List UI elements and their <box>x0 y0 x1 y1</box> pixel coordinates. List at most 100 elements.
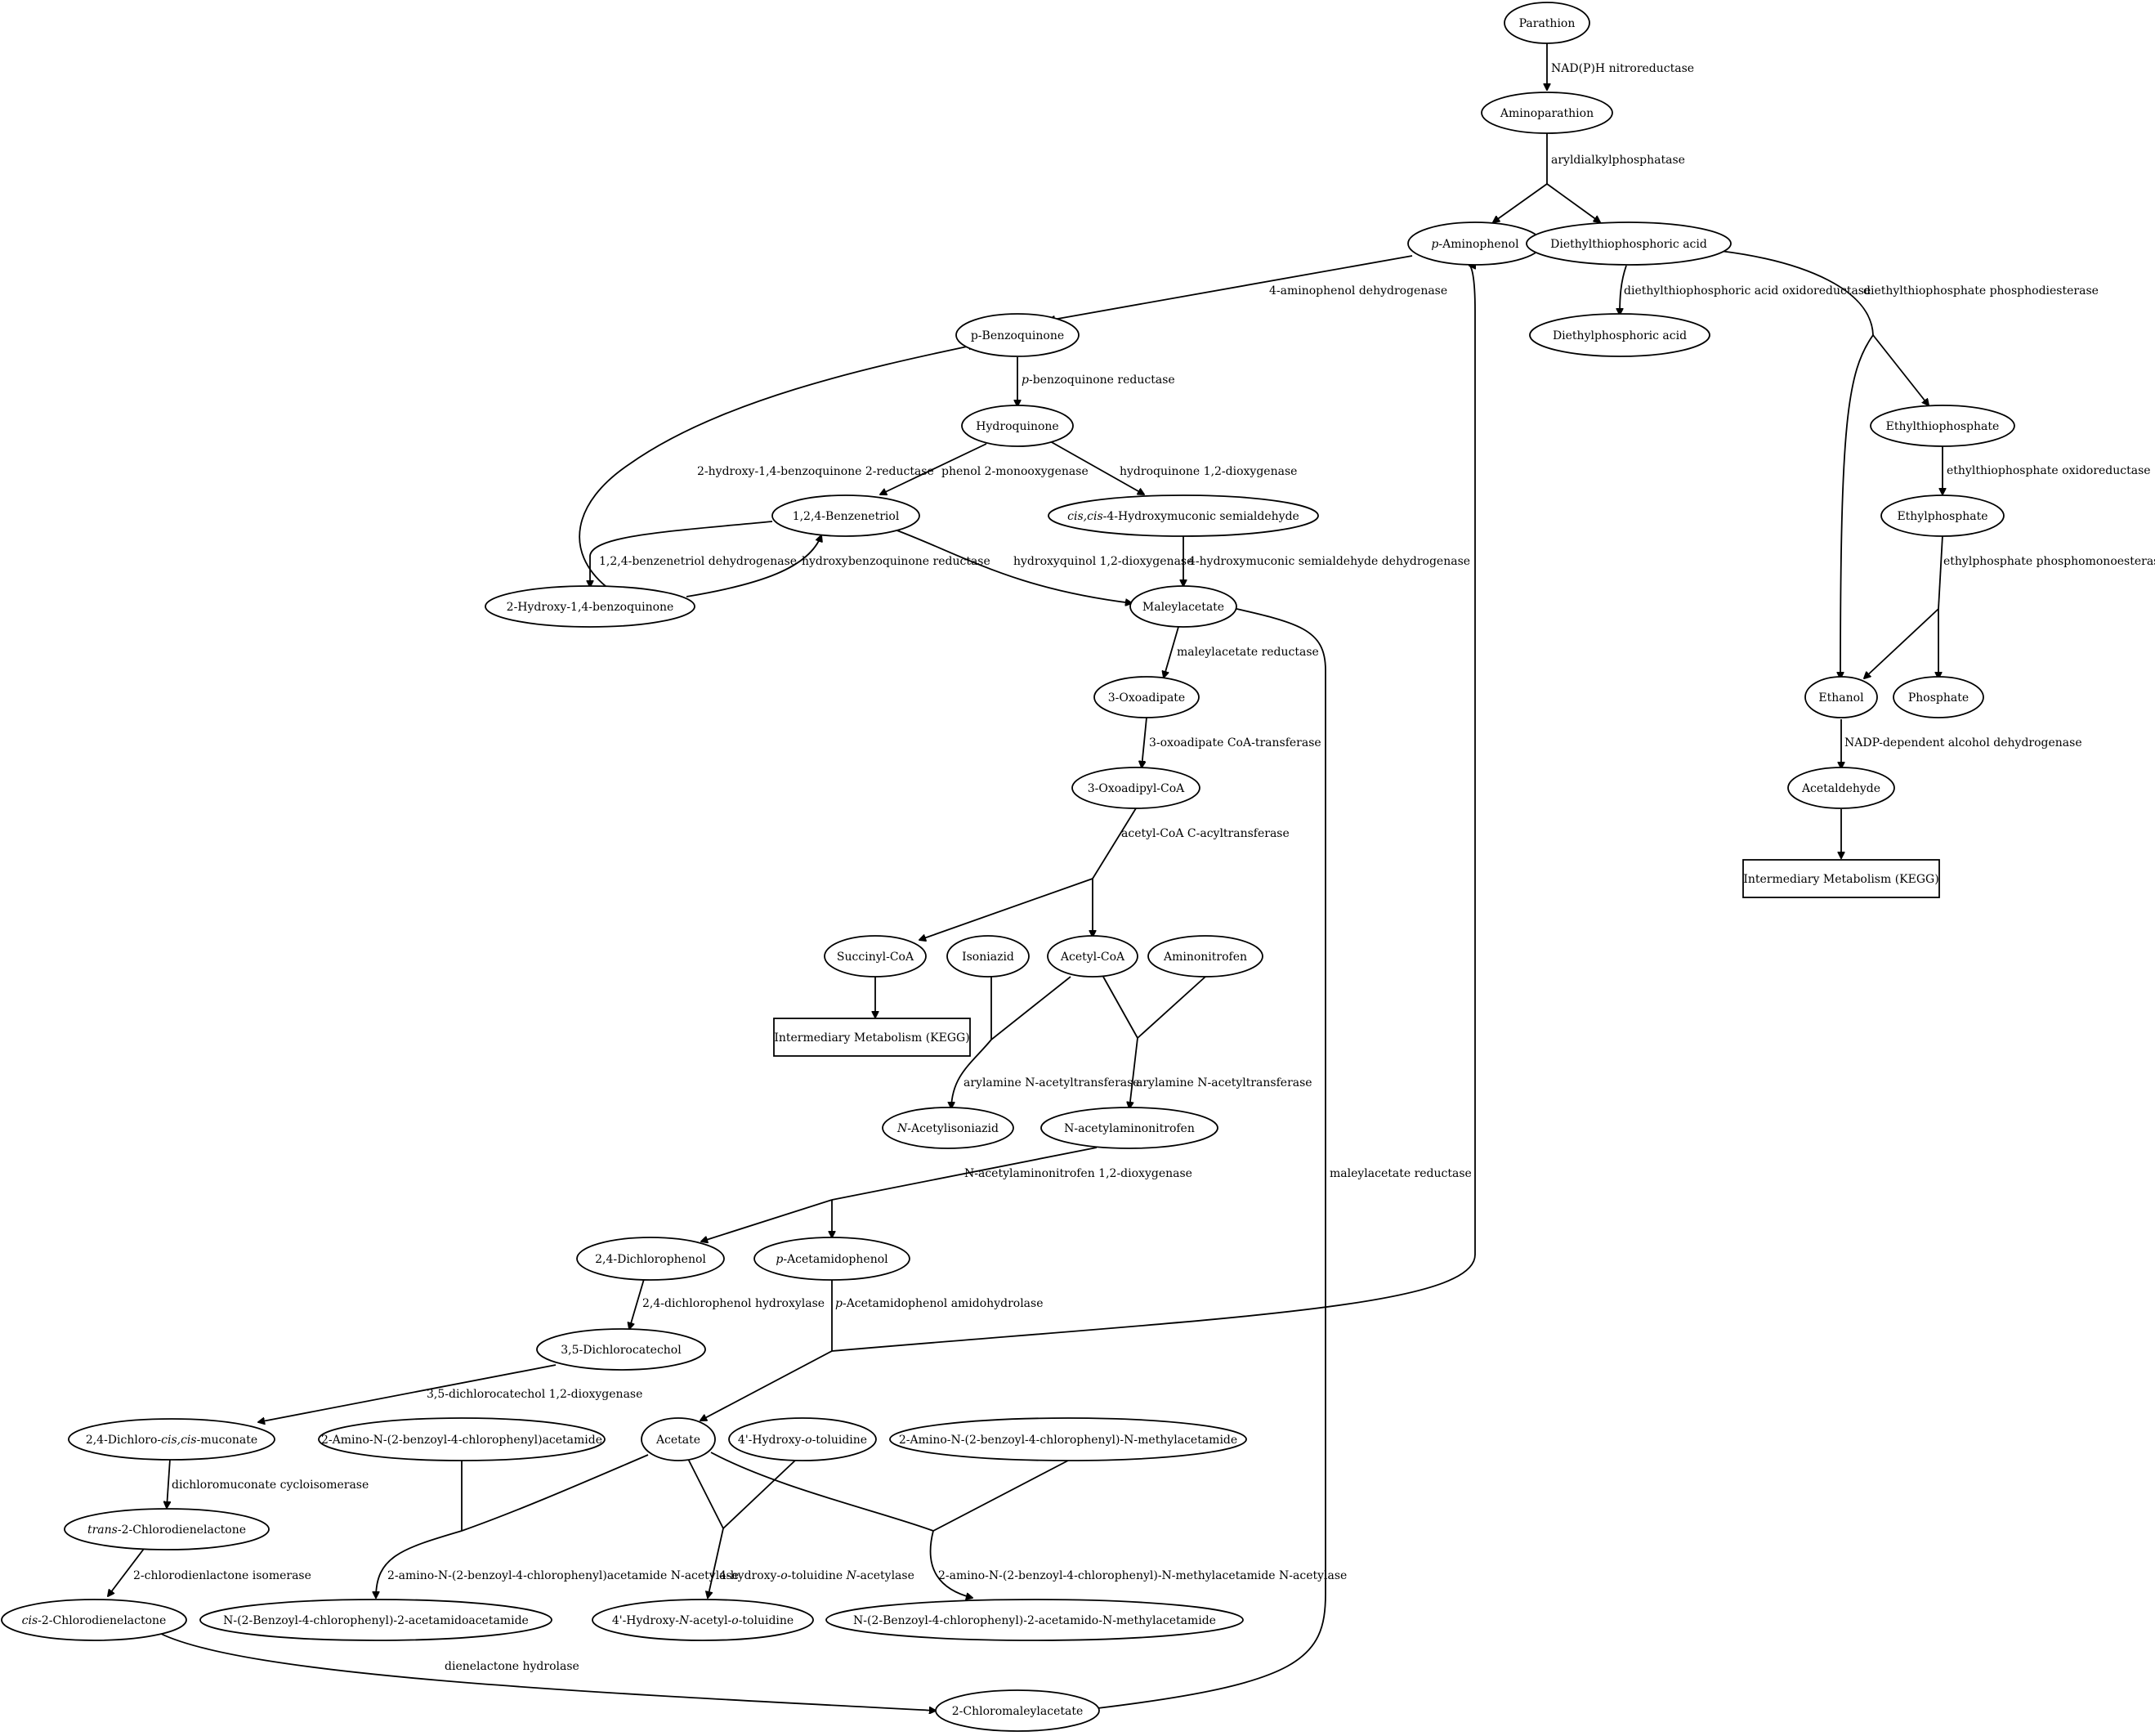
edge-acetate-merge5 <box>710 1452 934 1532</box>
node-intermediary-metabolism-1[interactable]: Intermediary Metabolism (KEGG) <box>1742 859 1940 898</box>
edge-hydroquinone-hydroxymuconic <box>1049 441 1144 494</box>
node-label: Intermediary Metabolism (KEGG) <box>1743 873 1938 886</box>
label-benzoyl-acetamide-acetylase: 2-amino-N-(2-benzoyl-4-chlorophenyl)acet… <box>387 1569 739 1582</box>
label-dichloromuconate-cycloisomerase: dichloromuconate cycloisomerase <box>172 1479 369 1492</box>
edge-split3-ethanol <box>1864 608 1939 678</box>
node-acetylisoniazid[interactable]: N-Acetylisoniazid <box>882 1107 1014 1149</box>
node-hydroxy-benzoquinone[interactable]: 2-Hydroxy-1,4-benzoquinone <box>485 585 695 628</box>
label-arylamine-acetyltransferase-2: arylamine N-acetyltransferase <box>1136 1076 1312 1089</box>
edge-diethylthio-split2 <box>1719 250 1874 336</box>
node-dichlorophenol[interactable]: 2,4-Dichlorophenol <box>576 1237 725 1281</box>
node-label: cis,cis-4-Hydroxymuconic semialdehyde <box>1067 510 1299 523</box>
node-amino-benzoyl-methylacetamide[interactable]: 2-Amino-N-(2-benzoyl-4-chlorophenyl)-N-m… <box>889 1417 1247 1461</box>
edge-acetylcoa-merge2 <box>1102 976 1138 1039</box>
edge-acetate-merge3 <box>461 1454 649 1532</box>
edge-aminonitrofen-merge2 <box>1137 976 1206 1039</box>
node-intermediary-metabolism-2[interactable]: Intermediary Metabolism (KEGG) <box>773 1018 971 1057</box>
label-hydroxyquinol-dioxygenase: hydroxyquinol 1,2-dioxygenase <box>1013 555 1193 568</box>
node-oxoadipate[interactable]: 3-Oxoadipate <box>1093 676 1200 718</box>
label-diethylthiophosphoric-oxidoreductase: diethylthiophosphoric acid oxidoreductas… <box>1624 284 1871 298</box>
node-aminoparathion[interactable]: Aminoparathion <box>1481 92 1613 134</box>
edge-oxoadipylcoa-split4 <box>1092 808 1137 879</box>
edge-hydroxytoluidine-merge4 <box>722 1458 798 1529</box>
node-acetaldehyde[interactable]: Acetaldehyde <box>1787 767 1895 809</box>
edge-dichlorophenol-dichlorocatechol <box>629 1278 645 1329</box>
node-diethylphosphoric-acid[interactable]: Diethylphosphoric acid <box>1529 313 1710 357</box>
node-p-aminophenol[interactable]: p-Aminophenol <box>1407 221 1543 266</box>
edge-muconate-transchlorodienelactone <box>167 1458 170 1508</box>
node-phosphate[interactable]: Phosphate <box>1893 676 1984 718</box>
node-acetyl-coa[interactable]: Acetyl-CoA <box>1047 935 1138 978</box>
edge-merge4-acetyltoluidine <box>708 1528 724 1598</box>
label-hydroquinone-dioxygenase: hydroquinone 1,2-dioxygenase <box>1120 465 1297 478</box>
node-label: 2,4-Dichloro-cis,cis-muconate <box>86 1434 257 1447</box>
node-acetylaminonitrofen[interactable]: N-acetylaminonitrofen <box>1040 1107 1218 1149</box>
node-acetate[interactable]: Acetate <box>641 1417 716 1461</box>
node-benzoyl-acetamido-methylacetamide[interactable]: N-(2-Benzoyl-4-chlorophenyl)-2-acetamido… <box>825 1599 1244 1641</box>
node-trans-chlorodienelactone[interactable]: trans-2-Chlorodienelactone <box>64 1508 270 1550</box>
node-label: 2-Amino-N-(2-benzoyl-4-chlorophenyl)acet… <box>321 1434 602 1447</box>
node-label: Acetaldehyde <box>1801 782 1880 795</box>
edge-dichlorocatechol-muconate <box>258 1364 557 1422</box>
node-label: Ethanol <box>1818 691 1864 705</box>
node-label: Intermediary Metabolism (KEGG) <box>774 1031 969 1045</box>
node-label: Ethylthiophosphate <box>1886 420 2000 433</box>
label-maleylacetate-reductase-2: maleylacetate reductase <box>1330 1167 1472 1180</box>
edge-hydroxybenzoquinone-benzenetriol <box>686 535 821 597</box>
edge-split6-aminophenol <box>831 266 1475 1352</box>
nodes: Parathion Aminoparathion p-Aminophenol D… <box>1 2 2015 1732</box>
node-hydroxy-acetyl-toluidine[interactable]: 4'-Hydroxy-N-acetyl-o-toluidine <box>592 1599 814 1641</box>
node-hydroquinone[interactable]: Hydroquinone <box>961 405 1074 447</box>
node-dichlorocatechol[interactable]: 3,5-Dichlorocatechol <box>536 1328 706 1371</box>
node-isoniazid[interactable]: Isoniazid <box>946 935 1030 978</box>
node-amino-benzoyl-acetamide[interactable]: 2-Amino-N-(2-benzoyl-4-chlorophenyl)acet… <box>318 1417 606 1461</box>
node-label: Isoniazid <box>962 951 1014 964</box>
edge-trans-cis <box>108 1548 145 1596</box>
node-benzenetriol[interactable]: 1,2,4-Benzenetriol <box>771 494 920 537</box>
label-dienelactone-hydrolase: dienelactone hydrolase <box>445 1660 579 1673</box>
node-label: Phosphate <box>1908 691 1969 705</box>
edge-split-diethylthiophosphoric <box>1546 183 1600 222</box>
node-ethylphosphate[interactable]: Ethylphosphate <box>1880 494 2005 537</box>
edge-hydroxybenzoquinone-benzoquinone <box>579 345 975 588</box>
node-label: N-Acetylisoniazid <box>896 1122 999 1135</box>
edge-merge3-acetamidoacetamide <box>376 1530 463 1598</box>
node-succinyl-coa[interactable]: Succinyl-CoA <box>824 935 927 978</box>
node-benzoyl-acetamidoacetamide[interactable]: N-(2-Benzoyl-4-chlorophenyl)-2-acetamido… <box>199 1599 552 1641</box>
node-label: Succinyl-CoA <box>837 951 914 964</box>
node-label: Aminonitrofen <box>1163 951 1247 964</box>
edge-labels: NAD(P)H nitroreductase aryldialkylphosph… <box>133 62 2155 1673</box>
node-label: 2-Hydroxy-1,4-benzoquinone <box>507 601 674 614</box>
label-acetamidophenol-amidohydrolase: p-Acetamidophenol amidohydrolase <box>835 1297 1043 1310</box>
label-benzoquinone-reductase: p-benzoquinone reductase <box>1022 374 1175 387</box>
label-hydroxybenzoquinone-reductase: hydroxybenzoquinone reductase <box>802 555 990 568</box>
edge-merge2-acetylaminonitrofen <box>1129 1037 1138 1108</box>
node-maleylacetate[interactable]: Maleylacetate <box>1129 585 1237 628</box>
edge-benzenetriol-maleylacetate <box>894 529 1132 603</box>
node-label: N-(2-Benzoyl-4-chlorophenyl)-2-acetamido… <box>223 1614 529 1627</box>
edge-split2-ethylthiophosphate <box>1872 334 1929 405</box>
node-parathion[interactable]: Parathion <box>1504 2 1590 44</box>
edge-oxoadipate-oxoadipylcoa <box>1142 717 1147 767</box>
node-ethylthiophosphate[interactable]: Ethylthiophosphate <box>1870 405 2015 447</box>
node-diethylthiophosphoric-acid[interactable]: Diethylthiophosphoric acid <box>1526 221 1732 266</box>
node-p-acetamidophenol[interactable]: p-Acetamidophenol <box>753 1237 910 1281</box>
node-aminonitrofen[interactable]: Aminonitrofen <box>1147 935 1263 978</box>
node-label: 2-Chloromaleylacetate <box>952 1705 1084 1718</box>
node-chloromaleylacetate[interactable]: 2-Chloromaleylacetate <box>935 1689 1100 1732</box>
label-arylamine-acetyltransferase-1: arylamine N-acetyltransferase <box>963 1076 1140 1089</box>
node-cis-chlorodienelactone[interactable]: cis-2-Chlorodienelactone <box>1 1599 187 1641</box>
node-p-benzoquinone[interactable]: p-Benzoquinone <box>955 313 1080 357</box>
label-nadph-nitroreductase: NAD(P)H nitroreductase <box>1551 62 1694 75</box>
node-label: Maleylacetate <box>1142 601 1224 614</box>
node-dichloro-muconate[interactable]: 2,4-Dichloro-cis,cis-muconate <box>68 1418 275 1461</box>
node-hydroxy-toluidine[interactable]: 4'-Hydroxy-o-toluidine <box>728 1417 877 1461</box>
node-oxoadipyl-coa[interactable]: 3-Oxoadipyl-CoA <box>1071 767 1200 809</box>
edge-merge1-acetylisoniazid <box>951 1039 992 1108</box>
node-hydroxymuconic-semialdehyde[interactable]: cis,cis-4-Hydroxymuconic semialdehyde <box>1048 494 1319 537</box>
label-hydroxy-toluidine-acetylase: 4-hydroxy-o-toluidine N-acetylase <box>719 1569 914 1582</box>
node-label: p-Aminophenol <box>1431 238 1519 251</box>
edge-aminobenzoylmethyl-merge5 <box>932 1460 1069 1532</box>
edge-chloromaleylacetate-maleylacetate <box>1097 606 1326 1709</box>
node-ethanol[interactable]: Ethanol <box>1804 676 1878 718</box>
